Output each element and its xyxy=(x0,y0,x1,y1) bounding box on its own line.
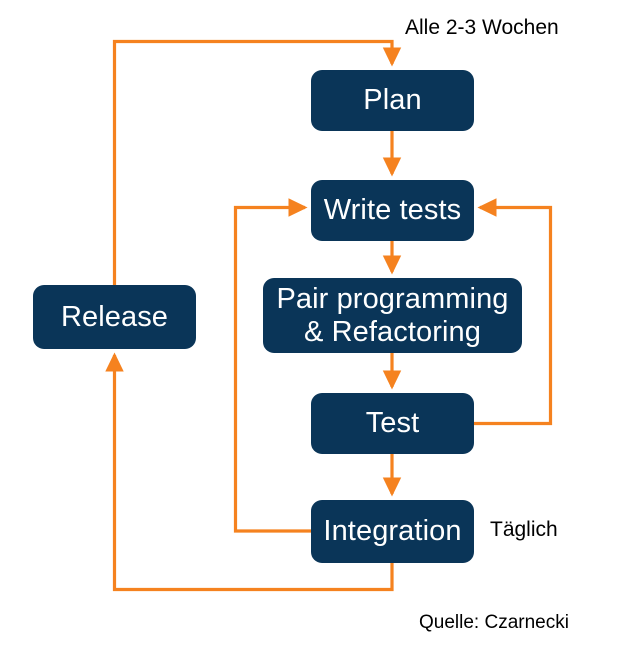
node-write-tests-label: Write tests xyxy=(323,194,462,227)
label-iteration-cadence: Alle 2-3 Wochen xyxy=(405,16,559,39)
node-write-tests[interactable]: Write tests xyxy=(311,180,474,241)
node-release[interactable]: Release xyxy=(33,285,196,349)
node-test[interactable]: Test xyxy=(311,393,474,454)
edge-test-to-write-tests-loop xyxy=(474,198,553,426)
node-integration-label: Integration xyxy=(323,515,462,548)
node-integration[interactable]: Integration xyxy=(311,500,474,563)
node-pair-programming[interactable]: Pair programming & Refactoring xyxy=(263,278,522,353)
edge-integration-to-release-loop xyxy=(105,352,394,592)
label-source-attribution: Quelle: Czarnecki xyxy=(419,612,569,633)
node-test-label: Test xyxy=(365,407,420,440)
node-plan[interactable]: Plan xyxy=(311,70,474,131)
node-pair-programming-label-line1: Pair programming xyxy=(276,283,509,316)
edge-release-to-plan xyxy=(112,39,402,285)
label-daily-cadence: Täglich xyxy=(490,518,558,541)
node-plan-label: Plan xyxy=(363,84,422,117)
edge-integration-to-write-tests-loop xyxy=(233,198,311,533)
node-release-label: Release xyxy=(60,300,169,333)
node-pair-programming-label-line2: & Refactoring xyxy=(303,315,481,348)
